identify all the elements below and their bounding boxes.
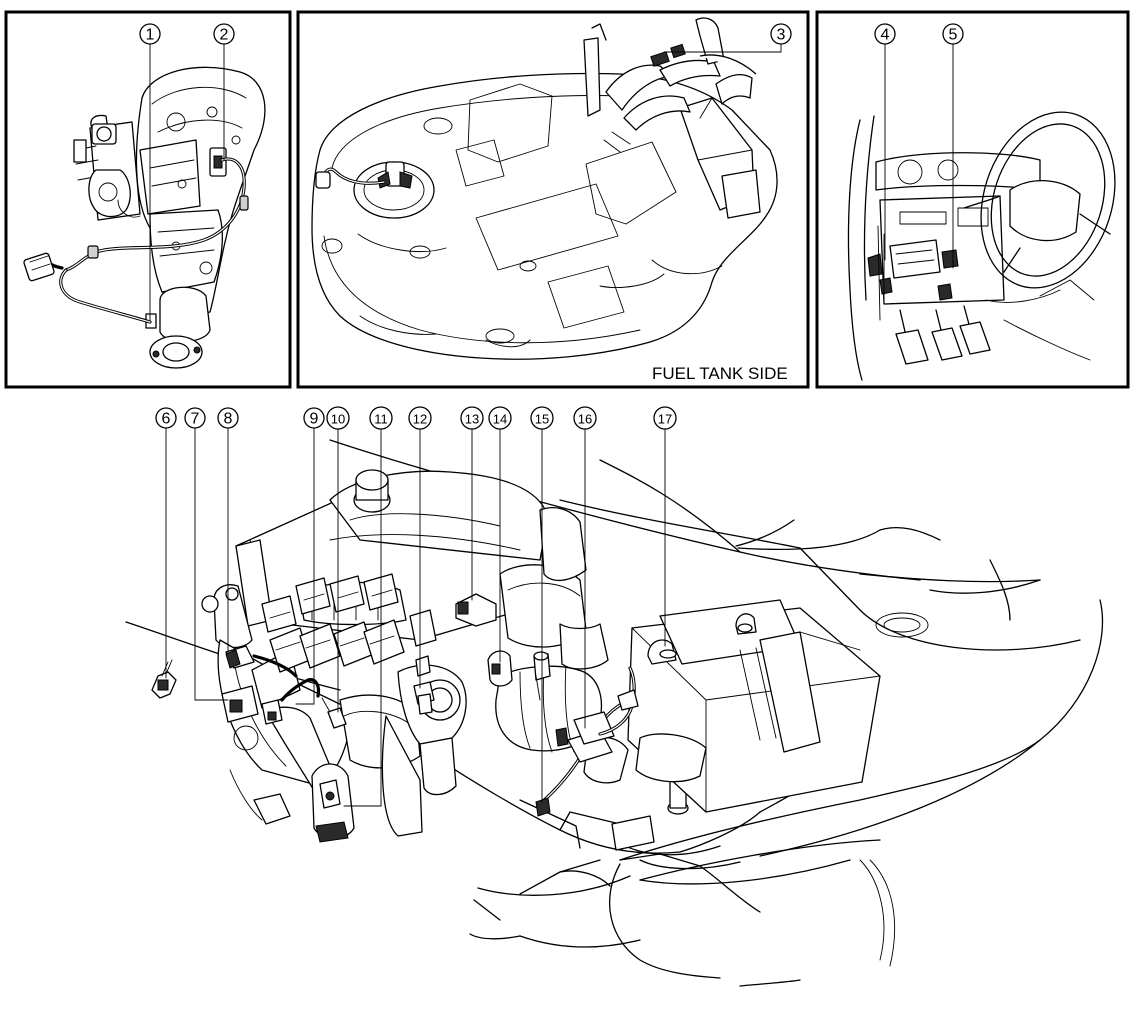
- svg-text:12: 12: [413, 412, 427, 427]
- engine-compartment-illustration: [125, 439, 1104, 987]
- panel-frame-fuel-tank: [296, 10, 810, 389]
- svg-text:4: 4: [881, 27, 890, 44]
- callout-9: 9: [303, 407, 325, 429]
- svg-text:15: 15: [535, 412, 549, 427]
- callout-3: 3: [770, 23, 792, 45]
- callout-14: 14: [488, 406, 512, 430]
- fuel-tank-illustration: [311, 17, 778, 360]
- panel-frame-transmission: [4, 10, 292, 389]
- callout-17: 17: [653, 406, 677, 430]
- panel-frame-pedals: [815, 10, 1130, 389]
- svg-text:17: 17: [658, 412, 672, 427]
- svg-text:13: 13: [465, 412, 479, 427]
- pedal-area-illustration: [847, 111, 1116, 381]
- callout-10: 10: [326, 406, 350, 430]
- svg-text:2: 2: [220, 27, 229, 44]
- svg-text:10: 10: [331, 412, 345, 427]
- svg-text:6: 6: [162, 411, 171, 428]
- transmission-wiring-harness: [23, 157, 249, 324]
- svg-text:5: 5: [949, 27, 958, 44]
- callout-leader-lines: [149, 43, 954, 807]
- battery-box: [583, 599, 881, 851]
- svg-text:8: 8: [224, 411, 233, 428]
- engine-block: [201, 469, 609, 837]
- callout-12: 12: [408, 406, 432, 430]
- svg-text:11: 11: [374, 412, 388, 427]
- callout-13: 13: [460, 406, 484, 430]
- svg-text:1: 1: [146, 27, 155, 44]
- harness-and-sensor-parts: [151, 593, 639, 843]
- callout-7: 7: [184, 407, 206, 429]
- svg-text:7: 7: [191, 411, 200, 428]
- callout-1: 1: [139, 23, 161, 45]
- callout-2: 2: [213, 23, 235, 45]
- callout-8: 8: [217, 407, 239, 429]
- svg-text:3: 3: [777, 27, 786, 44]
- svg-text:16: 16: [578, 412, 592, 427]
- callout-16: 16: [573, 406, 597, 430]
- callout-6: 6: [155, 407, 177, 429]
- transmission-illustration: [73, 66, 266, 369]
- callout-11: 11: [369, 406, 393, 430]
- fuel-tank-side-caption: FUEL TANK SIDE: [652, 364, 788, 383]
- callout-15: 15: [530, 406, 554, 430]
- callout-5: 5: [942, 23, 964, 45]
- svg-text:9: 9: [310, 411, 319, 428]
- svg-text:14: 14: [493, 412, 507, 427]
- callout-4: 4: [874, 23, 896, 45]
